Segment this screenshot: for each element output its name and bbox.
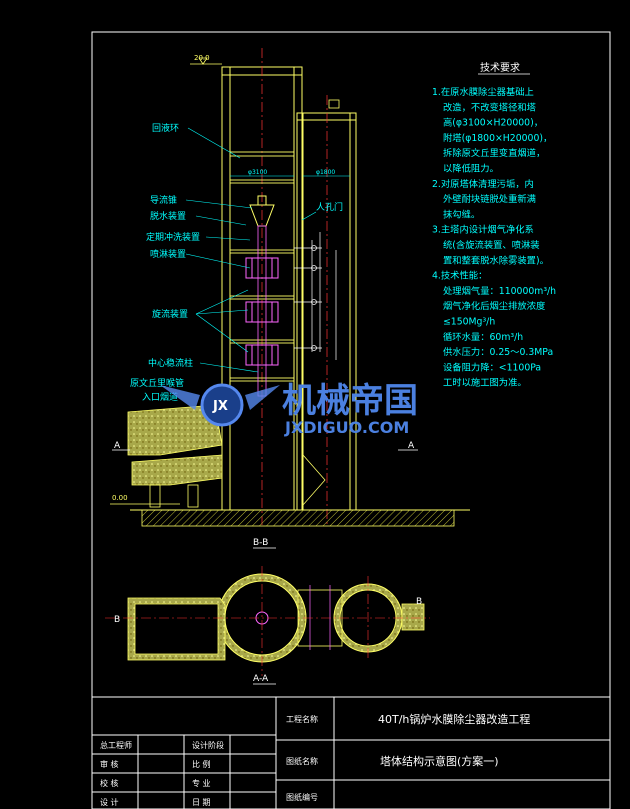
watermark: JX 机械帝国 JXDIGUO.COM [160,381,418,437]
label-inlet-flue: 入口烟道 [142,391,178,403]
title-block: 工程名称 40T/h锅炉水膜除尘器改造工程 图纸名称 塔体结构示意图(方案一) … [91,696,611,809]
drawing-frame [91,31,611,809]
tech-line: 拆除原文丘里变直烟道， [443,147,545,159]
label-dewater: 脱水装置 [150,210,186,222]
role-label: 校 核 [100,778,119,788]
label-venturi: 原文丘里喉管 [130,377,184,389]
watermark-logo: JX [212,399,228,414]
tech-line: 循环水量：60m³/h [443,331,523,343]
dia-main-label: φ3100 [248,169,267,176]
elev-top-label: 20.0 [194,54,210,62]
label-manhole: 人孔门 [316,201,343,213]
section-marks-a: A A [112,441,418,451]
label-return-ring: 回液环 [152,122,179,134]
tech-title: 技术要求 [480,61,520,74]
elevation-top: 20.0 [190,54,222,65]
tech-line: 烟气净化后烟尘排放浓度 [443,300,545,312]
diameter-dims: φ3100 φ1800 [230,169,350,177]
section-bb-title: B-B [253,538,268,548]
tech-line: 工时以施工图为准。 [443,377,527,389]
sec-b-left: B [114,615,120,625]
tech-line: 统(含旋流装置、喷淋装 [443,239,540,251]
tech-line: 置和整套脱水除雾装置)。 [443,254,549,266]
label-center-column: 中心稳流柱 [148,357,193,369]
label-swirl: 旋流装置 [152,308,188,320]
tech-line: 4.技术性能： [432,270,487,282]
label-guide-cone: 导流锥 [150,194,177,206]
role-label: 总工程师 [100,740,132,750]
role-label: 设 计 [100,797,119,807]
inlet-flue [127,404,223,508]
tech-line: 改造，不改变塔径和塔 [443,101,537,113]
tech-line: 以降低阻力。 [443,163,499,175]
role-label: 审 核 [100,759,119,769]
component-labels: 回液环 导流锥 脱水装置 定期冲洗装置 喷淋装置 旋流装置 中心稳流柱 原文丘里… [130,122,343,403]
tower-trays [229,151,295,382]
watermark-cn: 机械帝国 [282,381,418,421]
watermark-en: JXDIGUO.COM [284,418,409,437]
tech-line: 2.对原塔体清理污垢，内 [432,178,534,190]
label-spray: 喷淋装置 [150,248,186,260]
tech-line: 供水压力：0.25～0.3MPa [443,346,553,358]
dia-aux-label: φ1800 [316,169,335,176]
project-label: 工程名称 [286,714,318,724]
project-name: 40T/h锅炉水膜除尘器改造工程 [378,712,530,726]
tech-line: 3.主塔内设计烟气净化系 [432,224,534,236]
tech-requirements: 技术要求 1.在原水膜除尘器基础上改造，不改变塔径和塔高(φ3100×H2000… [432,61,556,389]
tech-line: 外壁耐块链脱处重新满 [443,193,536,205]
role-label: 设计阶段 [192,740,224,750]
role-label: 专 业 [192,778,211,788]
number-label: 图纸编号 [286,792,318,802]
elev-bottom-label: 0.00 [112,494,128,502]
water-piping [294,232,337,360]
role-label: 比 例 [192,759,211,769]
drawing-name: 塔体结构示意图(方案一) [380,754,499,768]
sec-b-right: B [416,597,422,607]
tech-line: 抹勾缝。 [443,208,480,220]
tech-line: 处理烟气量：110000m³/h [443,285,556,297]
sec-a-right: A [408,441,415,451]
tech-line: 附塔(φ1800×H20000)， [443,132,552,144]
aux-tower [296,99,357,511]
role-label: 日 期 [192,798,211,807]
label-rinse: 定期冲洗装置 [146,231,200,243]
section-aa-title: A-A [253,674,269,684]
tech-line: 设备阻力降：<1100Pa [443,361,541,373]
ground: 0.00 [110,494,470,527]
spray-devices [245,257,279,366]
drawing-label: 图纸名称 [286,756,318,766]
tech-line: 1.在原水膜除尘器基础上 [432,86,534,98]
tech-line: ≤150Mg³/h [443,317,495,328]
tech-line: 高(φ3100×H20000)， [443,117,543,129]
section-bb: B-B B B A-A [105,538,430,685]
sec-a-left: A [114,441,121,451]
